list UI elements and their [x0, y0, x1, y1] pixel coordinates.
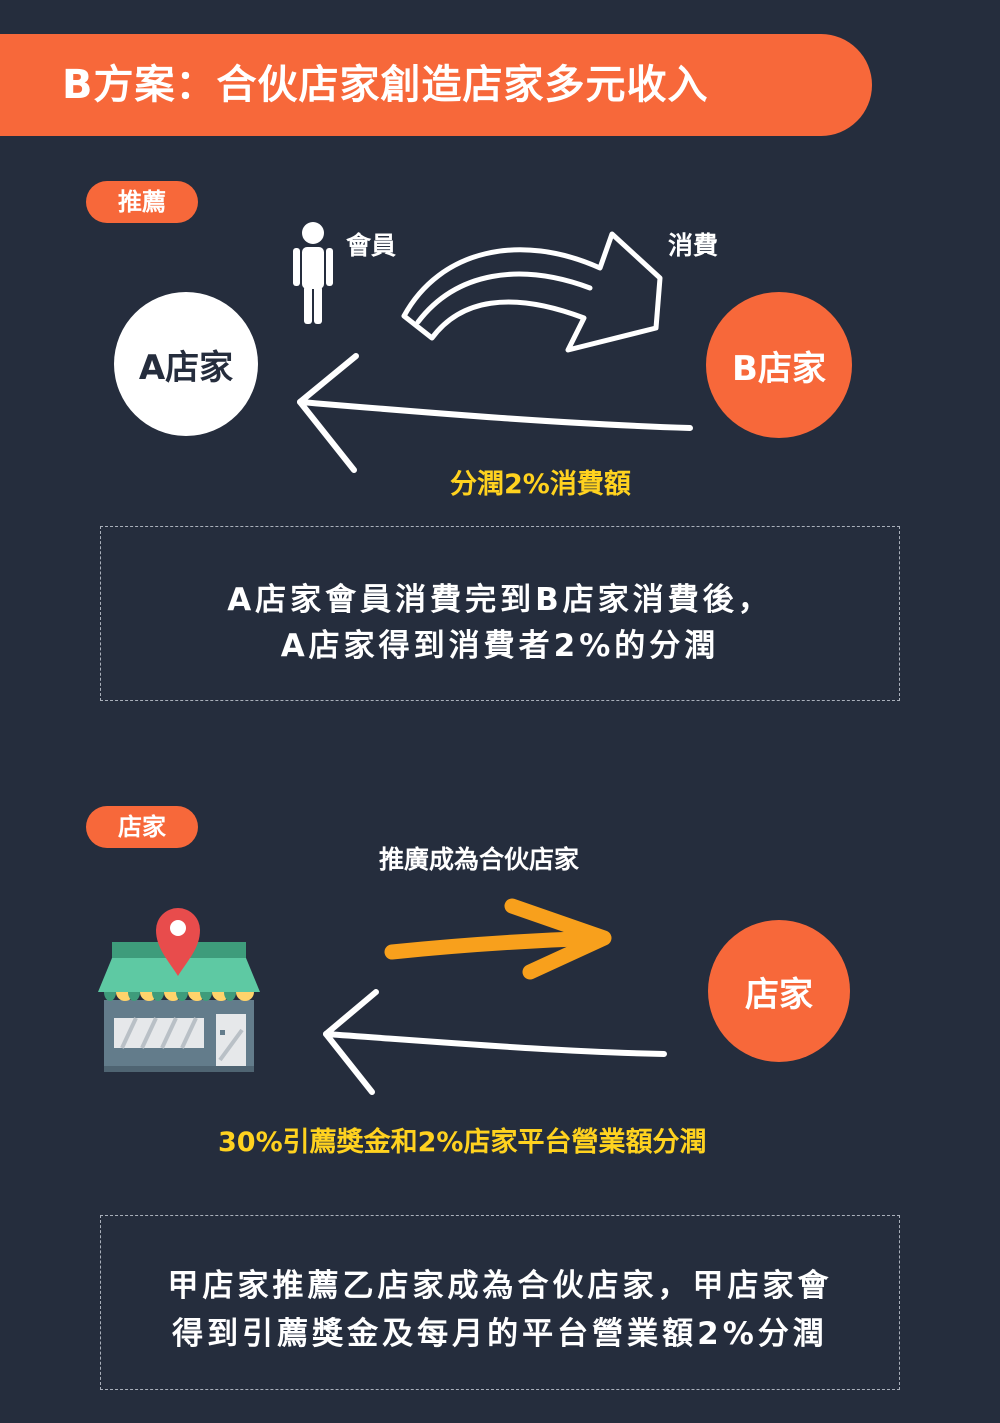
description-line: A店家得到消費者2%的分潤 [280, 628, 720, 664]
store-b-circle: B店家 [706, 292, 852, 438]
description-line: 得到引薦獎金及每月的平台營業額2%分潤 [172, 1316, 828, 1352]
bonus-label: 30%引薦獎金和2%店家平台營業額分潤 [218, 1127, 707, 1158]
description-box-1: A店家會員消費完到B店家消費後， A店家得到消費者2%的分潤 [100, 526, 900, 701]
header-banner: B方案：合伙店家創造店家多元收入 [0, 34, 872, 136]
page-title: B方案：合伙店家創造店家多元收入 [62, 62, 709, 108]
store-circle: 店家 [708, 920, 850, 1062]
description-line: 甲店家推薦乙店家成為合伙店家，甲店家會 [167, 1268, 833, 1304]
section-tag-store: 店家 [86, 806, 198, 848]
description-line: A店家會員消費完到B店家消費後， [227, 582, 773, 618]
section-tag-recommend: 推薦 [86, 181, 198, 223]
member-label: 會員 [346, 231, 397, 260]
promote-label: 推廣成為合伙店家 [379, 845, 580, 874]
store-a-label: A店家 [138, 347, 234, 388]
profit-share-label: 分潤2%消費額 [450, 469, 631, 500]
spend-label: 消費 [668, 231, 719, 260]
store-b-label: B店家 [732, 348, 826, 389]
description-box-2: 甲店家推薦乙店家成為合伙店家，甲店家會 得到引薦獎金及每月的平台營業額2%分潤 [100, 1215, 900, 1390]
store-label: 店家 [745, 974, 813, 1015]
store-a-circle: A店家 [114, 292, 258, 436]
